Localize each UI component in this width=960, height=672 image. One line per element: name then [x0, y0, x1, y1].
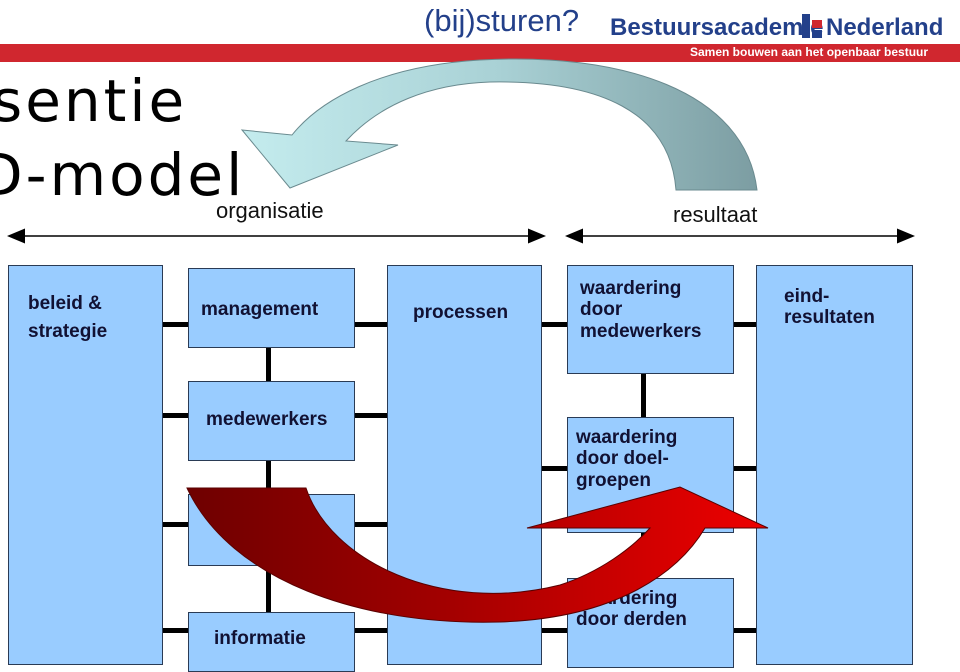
question-label: (bij)sturen? — [424, 3, 580, 38]
connector — [641, 372, 646, 418]
connector — [541, 628, 569, 633]
bijsturen-arrow — [240, 58, 758, 191]
axis-label-organisatie: organisatie — [216, 198, 324, 223]
label-informatie: informatie — [214, 628, 306, 649]
connector — [732, 628, 758, 633]
logo-name-second: Nederland — [826, 14, 944, 41]
label-management: management — [201, 299, 319, 320]
connector — [541, 322, 569, 327]
connector — [732, 322, 758, 327]
label-waardering-doelgroepen: waardering door doel- groepen — [576, 427, 678, 491]
header-red-bar — [0, 44, 960, 62]
connector — [354, 628, 388, 633]
title-line-1: sentie — [0, 67, 188, 135]
connector — [266, 459, 271, 495]
input-output-arrow — [186, 486, 769, 623]
label-processen: processen — [413, 302, 509, 323]
connector — [354, 413, 388, 418]
axis-label-resultaat: resultaat — [673, 202, 758, 227]
title-line-2: D-model — [0, 141, 246, 209]
connector — [354, 322, 388, 327]
connector — [162, 522, 190, 527]
logo-tagline: Samen bouwen aan het openbaar bestuur — [690, 45, 929, 59]
connector — [162, 322, 190, 327]
connector — [266, 564, 271, 614]
box-waardering-medewerkers — [567, 265, 734, 374]
label-beleid-strategie: beleid & strategie — [28, 293, 108, 342]
label-eindresultaten: eind- resultaten — [784, 286, 875, 328]
connector — [162, 413, 190, 418]
feedback-arrows — [186, 58, 769, 623]
logo-icon — [802, 14, 822, 38]
logo-name-first: Bestuursacademie — [610, 14, 824, 41]
connector — [732, 466, 758, 471]
box-eindresultaten — [756, 265, 913, 665]
box-beleid-strategie — [8, 265, 163, 665]
connector — [541, 466, 569, 471]
label-waardering-medewerkers: waardering door medewerkers — [580, 278, 702, 342]
connector — [354, 522, 388, 527]
diagram-lines — [7, 228, 915, 244]
connector — [266, 347, 271, 383]
box-management — [188, 268, 355, 348]
box-medewerkers — [188, 381, 355, 461]
connector — [162, 628, 190, 633]
label-medewerkers: medewerkers — [206, 409, 328, 430]
